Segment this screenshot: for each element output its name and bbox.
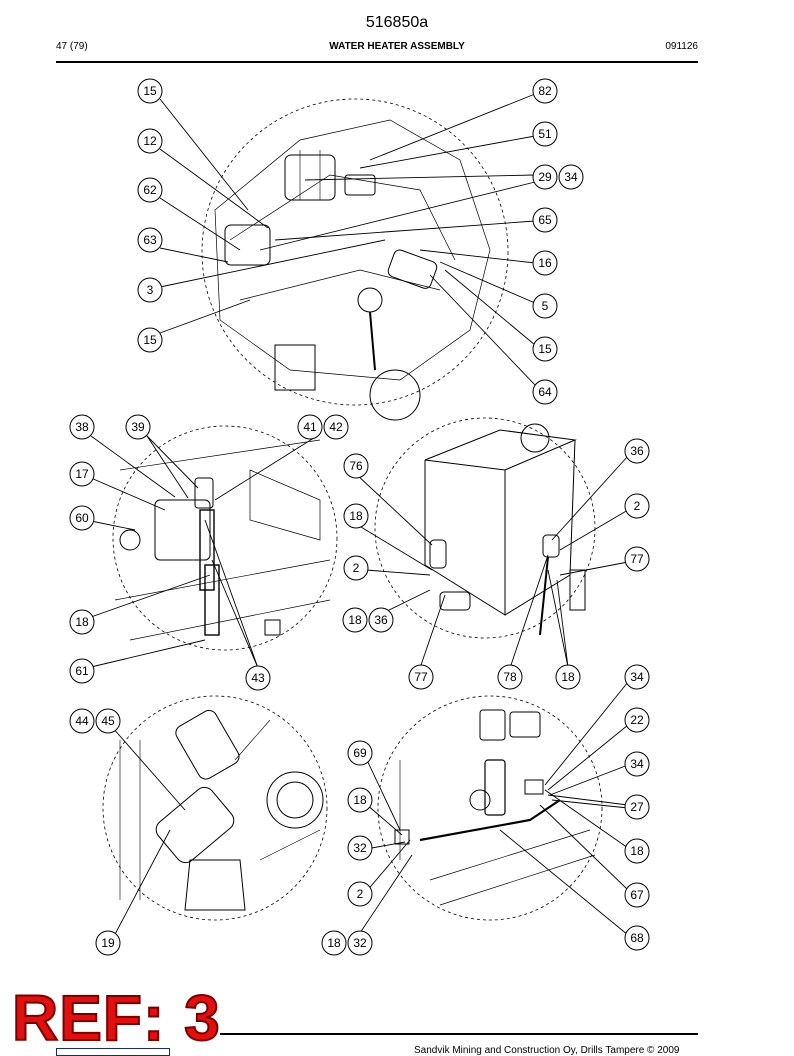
callout-label: 42 — [329, 420, 343, 434]
callout-label: 2 — [353, 561, 360, 575]
callout-label: 82 — [538, 84, 552, 98]
callout-label: 15 — [143, 84, 157, 98]
detail-view-4 — [102, 695, 328, 921]
callout-label: 22 — [630, 713, 644, 727]
callout-label: 62 — [143, 183, 157, 197]
callout-label: 29 — [538, 170, 552, 184]
callout-label: 16 — [538, 256, 552, 270]
header-rule — [56, 61, 698, 63]
callout-label: 39 — [131, 420, 145, 434]
callout-label: 69 — [353, 746, 367, 760]
callout-label: 32 — [353, 936, 367, 950]
callout-label: 19 — [101, 936, 115, 950]
brand-logo — [56, 1048, 170, 1056]
callout-label: 44 — [75, 714, 89, 728]
callout-label: 65 — [538, 213, 552, 227]
page-indicator: 47 (79) — [56, 41, 88, 52]
callout-label: 64 — [538, 385, 552, 399]
callout-label: 77 — [630, 552, 644, 566]
footer-rule — [220, 1033, 698, 1035]
callout-labels: 15 12 62 63 3 15 82 51 29 34 65 16 5 15 … — [75, 84, 644, 950]
callout-label: 36 — [630, 444, 644, 458]
callout-label: 18 — [348, 613, 362, 627]
callout-label: 51 — [538, 127, 552, 141]
callout-label: 3 — [147, 283, 154, 297]
callout-label: 68 — [630, 931, 644, 945]
callout-label: 17 — [75, 467, 89, 481]
callout-label: 36 — [374, 613, 388, 627]
leader-lines — [90, 93, 629, 941]
detail-view-2 — [112, 425, 338, 651]
callout-label: 77 — [414, 670, 428, 684]
detail-view-3 — [374, 417, 596, 639]
callout-label: 45 — [101, 714, 115, 728]
callout-label: 60 — [75, 511, 89, 525]
callout-label: 78 — [503, 670, 517, 684]
callout-label: 18 — [630, 844, 644, 858]
callout-label: 18 — [353, 793, 367, 807]
callout-label: 15 — [538, 342, 552, 356]
footer-copyright: Sandvik Mining and Construction Oy, Dril… — [414, 1045, 680, 1056]
callout-circles — [69, 78, 650, 956]
date-code: 091126 — [665, 41, 698, 52]
callout-label: 41 — [303, 420, 317, 434]
callout-label: 18 — [327, 936, 341, 950]
page-title: WATER HEATER ASSEMBLY — [329, 41, 465, 52]
callout-label: 43 — [251, 671, 265, 685]
callout-label: 12 — [143, 134, 157, 148]
callout-label: 34 — [630, 670, 644, 684]
detail-view-1 — [201, 98, 509, 421]
ref-stamp: REF: 3 — [11, 982, 221, 1054]
callout-label: 18 — [75, 615, 89, 629]
document-number: 516850a — [365, 14, 429, 31]
callout-label: 61 — [75, 664, 89, 678]
callout-label: 34 — [630, 757, 644, 771]
callout-label: 15 — [143, 333, 157, 347]
callout-label: 27 — [630, 800, 644, 814]
callout-label: 2 — [634, 499, 641, 513]
callout-label: 2 — [357, 887, 364, 901]
callout-label: 38 — [75, 420, 89, 434]
callout-label: 32 — [353, 841, 367, 855]
detail-view-5 — [377, 695, 603, 921]
callout-label: 34 — [564, 170, 578, 184]
callout-label: 18 — [349, 509, 363, 523]
callout-label: 63 — [143, 233, 157, 247]
callout-label: 5 — [542, 299, 549, 313]
callout-label: 67 — [630, 888, 644, 902]
callout-label: 76 — [349, 459, 363, 473]
callout-label: 18 — [561, 670, 575, 684]
